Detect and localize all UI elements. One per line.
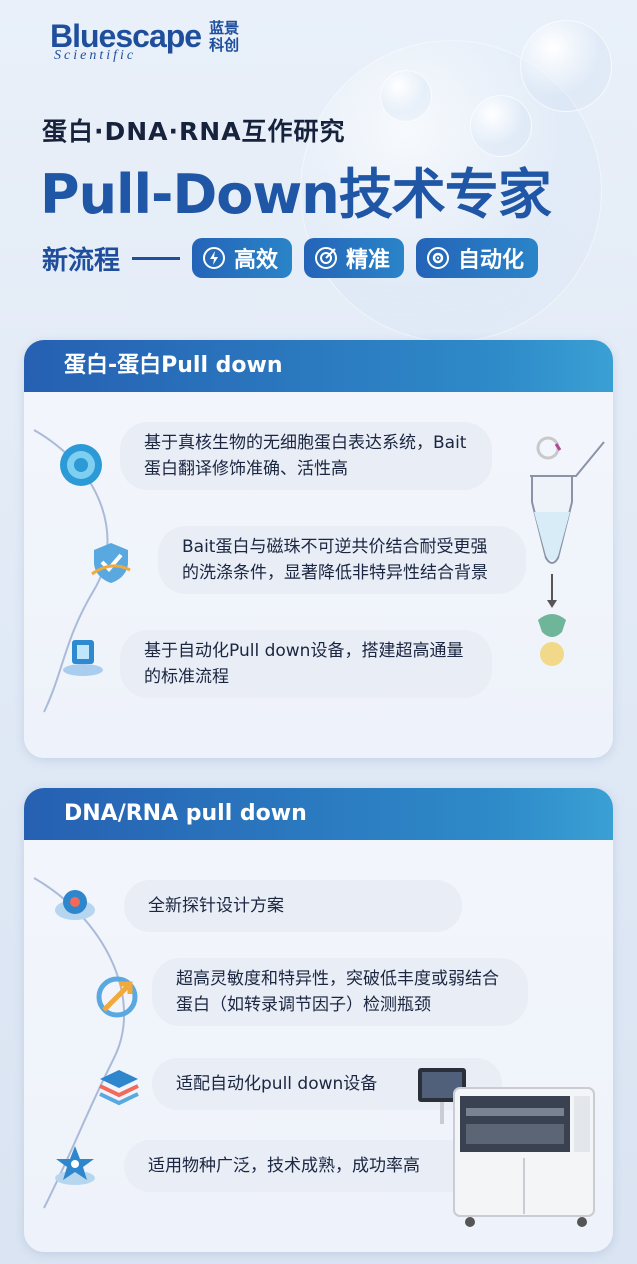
- decor-bubble: [380, 70, 432, 122]
- feature-text: 全新探针设计方案: [148, 896, 284, 916]
- target-icon: [315, 247, 338, 269]
- process-row: 新流程 高效 精准 自动化: [42, 238, 550, 278]
- shield-check-icon: [88, 540, 134, 586]
- feature-item: 全新探针设计方案: [124, 880, 462, 932]
- pill-label: 高效: [234, 248, 279, 273]
- feature-item: 超高灵敏度和特异性，突破低丰度或弱结合蛋白（如转录调节因子）检测瓶颈: [152, 958, 528, 1026]
- star-icon: [52, 1142, 98, 1188]
- pill-efficient: 高效: [192, 238, 293, 278]
- tagline: 蛋白·DNA·RNA互作研究: [42, 117, 346, 146]
- page-title: Pull-Down技术专家: [40, 163, 552, 226]
- gear-icon: [427, 247, 450, 269]
- process-divider: [132, 256, 181, 260]
- card-title: DNA/RNA pull down: [24, 788, 613, 840]
- feature-text: 基于真核生物的无细胞蛋白表达系统，Bait蛋白翻译修饰准确、活性高: [144, 433, 467, 479]
- target-icon: [58, 442, 104, 488]
- tube-illustration: [530, 436, 605, 666]
- feature-text: 基于自动化Pull down设备，搭建超高通量的标准流程: [144, 641, 464, 687]
- feature-text: 超高灵敏度和特异性，突破低丰度或弱结合蛋白（如转录调节因子）检测瓶颈: [176, 969, 499, 1015]
- automation-device-illustration: [418, 1068, 595, 1227]
- arrow-up-icon: [94, 974, 140, 1020]
- feature-text: 适配自动化pull down设备: [176, 1074, 378, 1094]
- card-protein-protein: 蛋白-蛋白Pull down 基于真核生物的无细胞蛋白表达系统，Bait蛋白翻译…: [24, 340, 613, 758]
- lightning-icon: [203, 247, 226, 269]
- card-title: 蛋白-蛋白Pull down: [24, 340, 613, 392]
- feature-text: 适用物种广泛，技术成熟，成功率高: [148, 1156, 420, 1176]
- feature-item: 基于真核生物的无细胞蛋白表达系统，Bait蛋白翻译修饰准确、活性高: [120, 422, 492, 490]
- pill-label: 精准: [346, 248, 391, 273]
- feature-item: 适用物种广泛，技术成熟，成功率高: [124, 1140, 474, 1192]
- brand-name-en: Bluescape: [50, 18, 202, 54]
- brand-name-sub: Scientific: [54, 48, 137, 63]
- connector-curve: [33, 877, 125, 1209]
- probe-icon: [52, 882, 98, 928]
- feature-item: Bait蛋白与磁珠不可逆共价结合耐受更强的洗涤条件，显著降低非特异性结合背景: [158, 526, 526, 594]
- card-dna-rna: DNA/RNA pull down 全新探针设计方案 超高灵敏度和特异性，突破低…: [24, 788, 613, 1252]
- feature-item: 基于自动化Pull down设备，搭建超高通量的标准流程: [120, 630, 492, 698]
- brand-name-cn: 蓝景科创: [209, 19, 240, 54]
- layers-icon: [96, 1064, 142, 1110]
- brand-logo: Bluescape Scientific 蓝景科创: [50, 18, 243, 64]
- decor-bubble: [470, 95, 532, 157]
- pill-precise: 精准: [304, 238, 405, 278]
- decor-bubble: [520, 20, 612, 112]
- process-label: 新流程: [42, 245, 121, 276]
- feature-text: Bait蛋白与磁珠不可逆共价结合耐受更强的洗涤条件，显著降低非特异性结合背景: [182, 537, 488, 583]
- cube-icon: [60, 632, 106, 678]
- pill-automation: 自动化: [416, 238, 539, 278]
- pill-label: 自动化: [458, 248, 525, 273]
